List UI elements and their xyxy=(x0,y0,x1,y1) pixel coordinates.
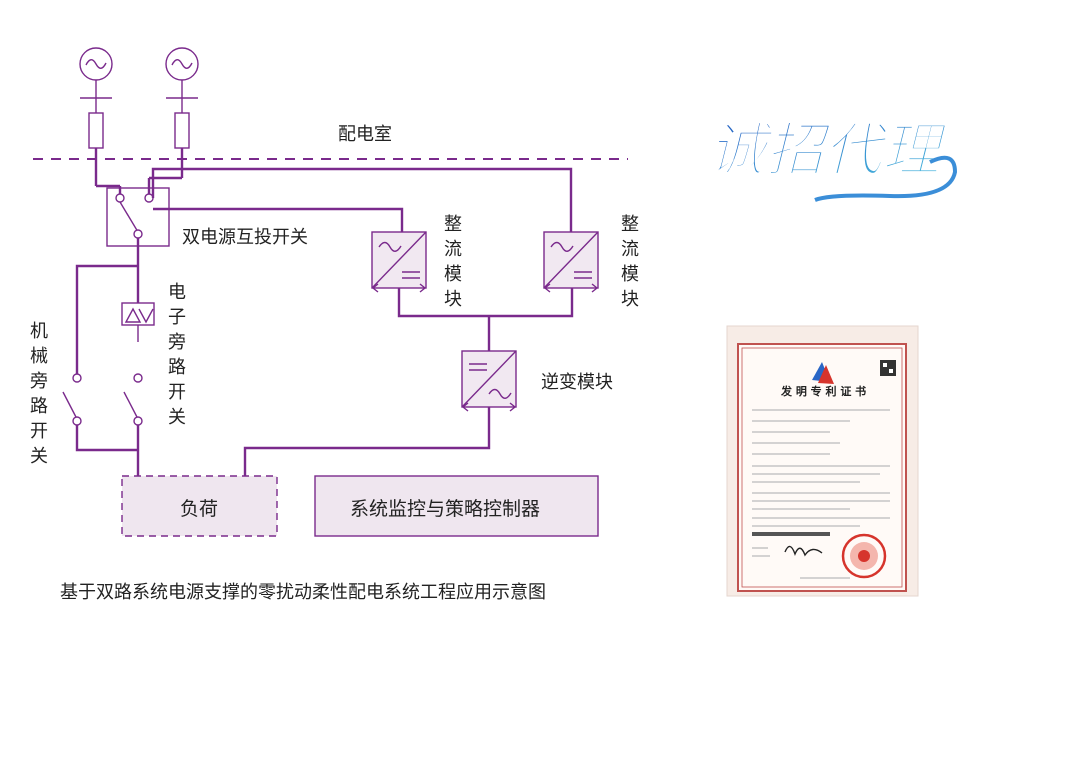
ac-source-icon xyxy=(79,47,113,81)
inverter-icon xyxy=(461,350,517,412)
svg-text:整: 整 xyxy=(621,214,639,235)
svg-text:械: 械 xyxy=(30,346,48,367)
svg-text:模: 模 xyxy=(444,264,462,285)
power-room-label: 配电室 xyxy=(338,124,392,145)
svg-text:关: 关 xyxy=(168,407,186,428)
patent-certificate: 发 明 专 利 证 书 xyxy=(726,325,919,597)
inverter-label: 逆变模块 xyxy=(541,372,613,393)
svg-text:旁: 旁 xyxy=(168,332,186,353)
qr-code-icon xyxy=(880,360,896,376)
svg-text:路: 路 xyxy=(168,357,186,378)
svg-text:块: 块 xyxy=(444,289,462,310)
ats-label: 双电源互投开关 xyxy=(182,227,308,248)
rectifier-1-label: 整 流 模 块 xyxy=(444,214,462,310)
rectifier-icon xyxy=(371,231,427,293)
thyristor-icon xyxy=(121,302,155,326)
svg-text:流: 流 xyxy=(444,239,462,260)
controller-label: 系统监控与策略控制器 xyxy=(350,498,540,520)
svg-text:关: 关 xyxy=(30,446,48,467)
svg-text:旁: 旁 xyxy=(30,371,48,392)
rectifier-2-label: 整 流 模 块 xyxy=(621,214,639,310)
svg-text:路: 路 xyxy=(30,396,48,417)
load-box xyxy=(121,475,278,537)
svg-text:模: 模 xyxy=(621,264,639,285)
fuse-1 xyxy=(88,112,104,149)
svg-text:流: 流 xyxy=(621,239,639,260)
svg-text:开: 开 xyxy=(168,382,186,403)
emblem-icon xyxy=(812,362,834,384)
svg-text:整: 整 xyxy=(444,214,462,235)
controller-box xyxy=(314,475,599,537)
electronic-bypass-label: 电 子 旁 路 开 关 xyxy=(168,282,186,428)
ac-source-icon xyxy=(165,47,199,81)
certificate-title: 发 明 专 利 证 书 xyxy=(780,384,866,398)
rectifier-icon xyxy=(543,231,599,293)
fuse-2 xyxy=(174,112,190,149)
svg-text:机: 机 xyxy=(30,321,48,342)
svg-text:开: 开 xyxy=(30,421,48,442)
svg-text:诚招代理: 诚招代理 xyxy=(708,116,948,184)
svg-text:块: 块 xyxy=(621,289,639,310)
svg-text:电: 电 xyxy=(168,282,186,303)
diagram-caption: 基于双路系统电源支撑的零扰动柔性配电系统工程应用示意图 xyxy=(60,582,546,603)
logo: 诚招代理 xyxy=(707,115,958,202)
mechanical-bypass-label: 机 械 旁 路 开 关 xyxy=(30,321,48,467)
svg-text:子: 子 xyxy=(168,307,186,328)
load-label: 负荷 xyxy=(180,498,218,520)
seal-icon xyxy=(841,533,887,579)
